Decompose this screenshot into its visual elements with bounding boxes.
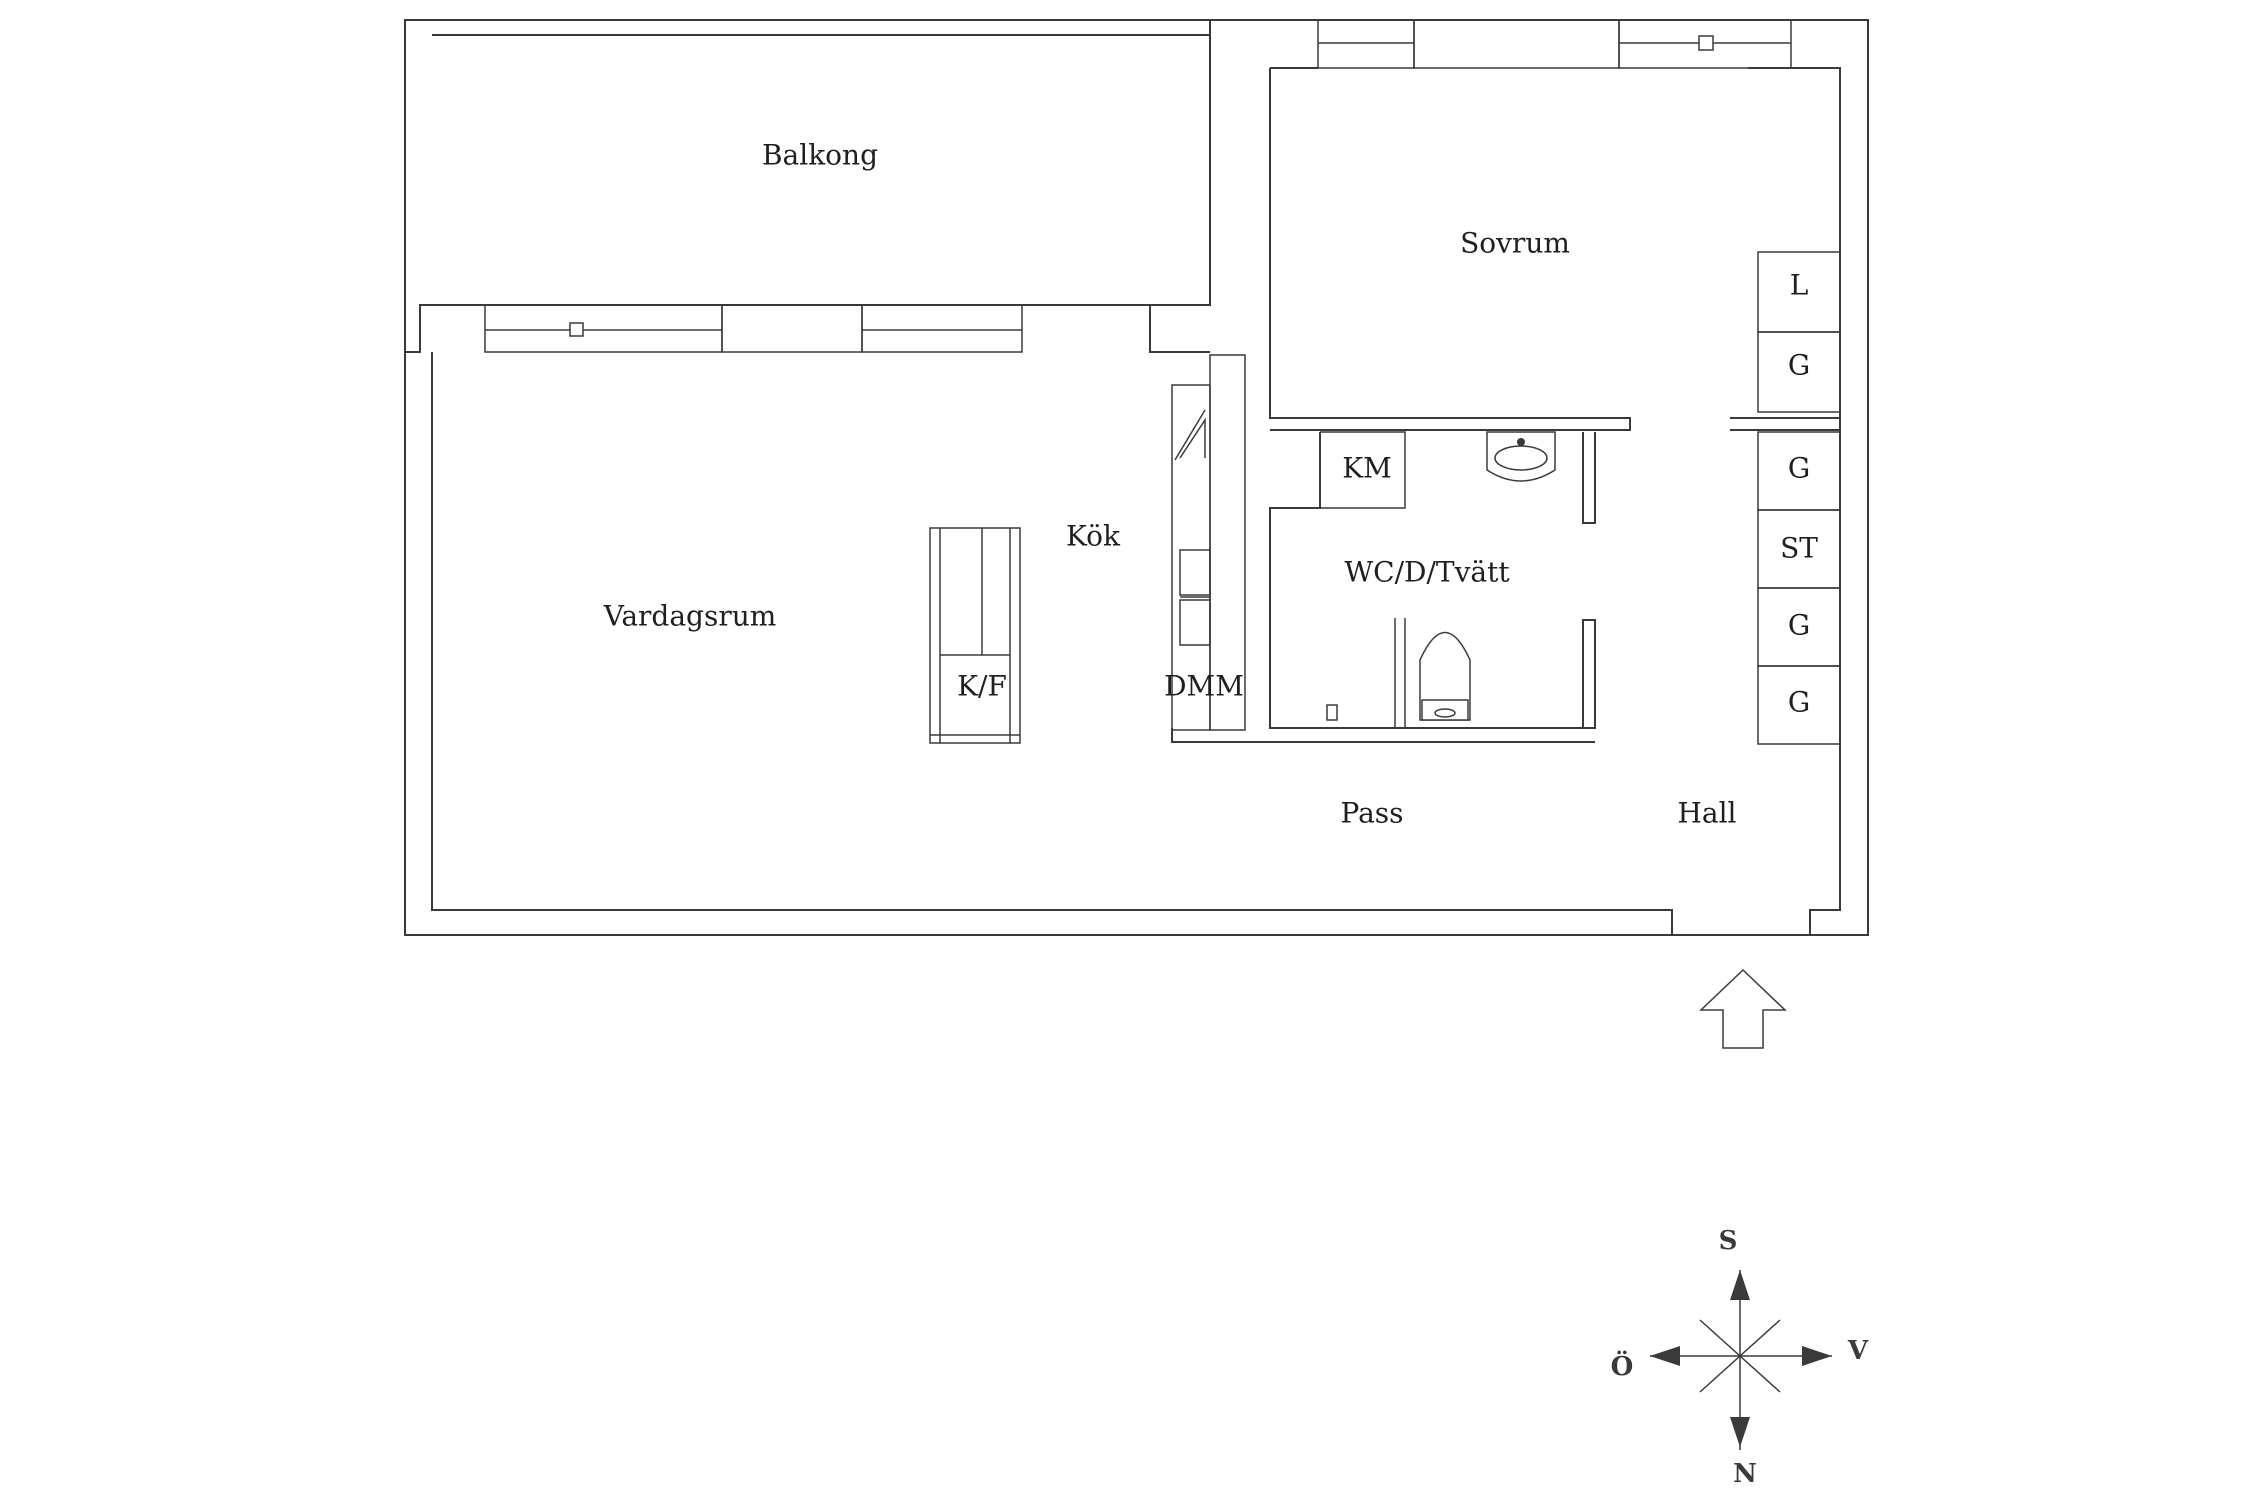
fixture-label-km: KM [1342,452,1392,485]
fixture-label-kf: K/F [957,670,1007,703]
compass-icon [1650,1270,1832,1450]
bathroom-walls [1171,431,1596,743]
kitchen-counter [1171,354,1246,731]
compass-label-right: V [1847,1336,1869,1366]
compass-label-left: Ö [1611,1350,1634,1382]
closet-label: ST [1780,532,1818,565]
room-label-hall: Hall [1677,797,1736,830]
sink [1486,431,1556,482]
room-label-balkong: Balkong [762,139,878,172]
windows [484,19,1792,353]
closet-label: L [1790,269,1809,302]
compass-label-bottom: N [1733,1459,1757,1489]
room-label-sovrum: Sovrum [1460,227,1570,260]
fixture-label-dmm: DMM [1164,670,1244,703]
closets [1757,251,1841,745]
toilet [1419,631,1471,721]
outer-walls [404,19,1869,936]
room-label-kok: Kök [1066,520,1121,553]
closet-label: G [1788,349,1810,382]
floor-drain [1326,704,1338,721]
entrance-arrow-icon [1699,968,1787,1049]
kitchen-island [929,527,1021,744]
closet-label: G [1788,686,1810,719]
room-label-wc: WC/D/Tvätt [1344,556,1510,589]
room-label-pass: Pass [1340,797,1403,830]
room-label-vardagsrum: Vardagsrum [603,600,777,633]
compass-label-top: S [1719,1226,1738,1256]
closet-label: G [1788,452,1810,485]
closet-label: G [1788,609,1810,642]
